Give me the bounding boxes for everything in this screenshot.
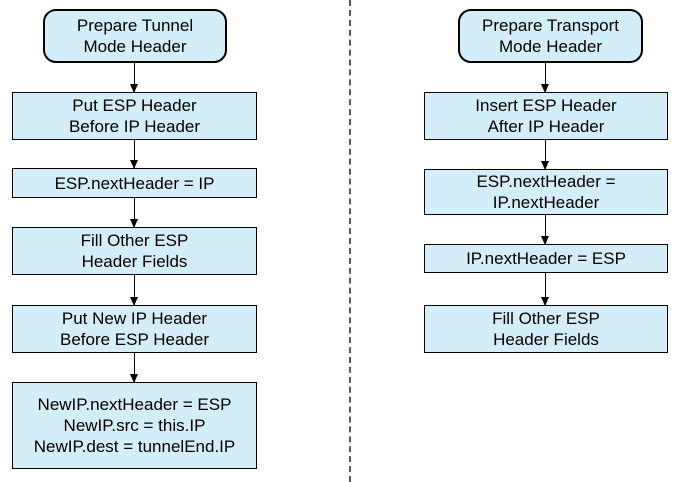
node-text-line: Before IP Header: [68, 117, 201, 136]
ip-nextheader-esp-node: IP.nextHeader = ESP: [424, 244, 668, 273]
node-text-line: NewIP.dest = tunnelEnd.IP: [33, 437, 236, 456]
node-text-line: Mode Header: [83, 37, 187, 56]
node-text-line: NewIP.src = this.IP: [63, 416, 206, 435]
node-text-line: After IP Header: [487, 117, 605, 136]
node-text-line: Insert ESP Header: [475, 96, 617, 115]
node-text-line: Fill Other ESP: [80, 231, 189, 250]
flow-arrow: [130, 198, 138, 228]
esp-nextheader-ipnextheader-node: ESP.nextHeader = IP.nextHeader: [424, 169, 668, 215]
node-text-line: Fill Other ESP: [492, 309, 600, 328]
node-text-line: Before ESP Header: [60, 330, 209, 349]
column-divider-dashed-line: [349, 0, 351, 482]
node-text-line: ESP.nextHeader = IP: [54, 173, 215, 193]
flow-arrow: [541, 215, 549, 245]
node-text-line: Header Fields: [493, 330, 599, 349]
node-text-line: NewIP.nextHeader = ESP: [37, 395, 232, 414]
flow-arrow: [130, 140, 138, 169]
flow-arrow: [541, 140, 549, 170]
insert-esp-after-ip-node: Insert ESP Header After IP Header: [424, 92, 668, 140]
node-text-line: Mode Header: [498, 37, 602, 56]
node-text-line: Put New IP Header: [61, 309, 208, 328]
fill-esp-fields-tunnel-node: Fill Other ESP Header Fields: [12, 227, 257, 275]
node-text-line: IP.nextHeader = ESP: [466, 249, 626, 268]
node-text-line: Prepare Tunnel: [76, 16, 194, 35]
esp-nextheader-ip-node: ESP.nextHeader = IP: [12, 168, 257, 198]
flow-arrow: [130, 275, 138, 306]
put-esp-before-ip-node: Put ESP Header Before IP Header: [12, 92, 257, 140]
flow-arrow: [130, 353, 138, 383]
fill-esp-fields-transport-node: Fill Other ESP Header Fields: [424, 305, 668, 353]
node-text-line: Put ESP Header: [72, 96, 197, 115]
node-text-line: Header Fields: [81, 252, 188, 271]
newip-assignments-node: NewIP.nextHeader = ESP NewIP.src = this.…: [12, 382, 257, 469]
put-new-ip-header-node: Put New IP Header Before ESP Header: [12, 305, 257, 353]
start-transport-node: Prepare Transport Mode Header: [458, 9, 643, 63]
start-tunnel-node: Prepare Tunnel Mode Header: [43, 9, 227, 63]
node-text-line: ESP.nextHeader =: [476, 172, 616, 191]
flow-arrow: [541, 273, 549, 306]
node-text-line: IP.nextHeader: [492, 193, 600, 212]
node-text-line: Prepare Transport: [481, 16, 619, 35]
flow-arrow: [130, 63, 138, 93]
flow-arrow: [541, 63, 549, 93]
